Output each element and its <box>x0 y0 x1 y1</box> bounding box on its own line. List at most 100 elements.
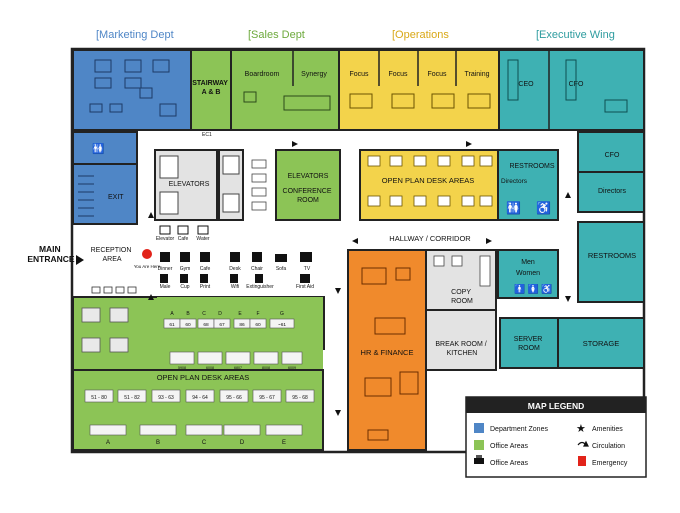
storage-label: STORAGE <box>583 339 620 348</box>
conference-room[interactable] <box>275 149 341 221</box>
hr-finance-room[interactable] <box>347 249 427 451</box>
desk-code-1: 60 <box>185 322 191 328</box>
amenity-row3-1: Cup <box>180 284 189 290</box>
open-plan-top-desks <box>367 155 493 207</box>
desk-row4-label-1: B <box>156 440 160 446</box>
desk-row2-code-2: 6807 <box>234 366 242 370</box>
restrooms-top[interactable] <box>497 149 559 221</box>
desk-row3-code-6: 95 - 68 <box>292 395 308 401</box>
executive-desks <box>507 59 628 113</box>
open-plan-bottom-lower <box>72 369 324 451</box>
desk-letter-C: C <box>202 311 206 317</box>
desk-row-3-boxes <box>84 389 315 403</box>
server-room[interactable] <box>499 317 559 369</box>
main-entrance-l2: ENTRANCE <box>27 254 75 264</box>
operations-dept-label: [Operations <box>392 29 449 41</box>
men-label: Men <box>521 259 535 266</box>
open-plan-top-label: OPEN PLAN DESK AREAS <box>382 176 475 185</box>
desk-row4-label-0: A <box>106 440 110 446</box>
printer-icon <box>474 455 484 464</box>
reception-l2: AREA <box>102 256 121 263</box>
emergency-you-are-here-icon <box>142 249 152 259</box>
amenity-row4-2: Sofa <box>276 266 287 272</box>
stairway-room[interactable] <box>190 49 232 131</box>
entrance-arrow-icon <box>76 255 84 265</box>
break-room-kitchen[interactable] <box>425 309 497 371</box>
main-entrance-label: MAIN ENTRANCE <box>27 244 75 264</box>
desk-row4-label-4: E <box>282 440 286 446</box>
cfo-right-label: CFO <box>605 152 620 159</box>
emergency-icon <box>578 456 586 466</box>
restroom-icon-small: 🚻 <box>92 142 104 155</box>
desk-code-4: 86 <box>239 322 245 328</box>
marketing-desks <box>89 59 177 117</box>
copy-room-label: COPY ROOM <box>451 289 473 305</box>
restroom-men-women[interactable] <box>497 249 559 299</box>
reception-l1: RECEPTION <box>91 247 132 254</box>
ec-label: EC1 <box>202 132 212 138</box>
desk-letter-F: F <box>256 311 259 317</box>
restrooms-right-room[interactable] <box>577 221 645 303</box>
parking-cars <box>251 159 267 211</box>
executive-wing-label: [Executive Wing <box>536 29 615 41</box>
circulation-icon <box>577 440 589 447</box>
desk-row2-code-4: 6009 <box>288 366 296 370</box>
operations-zone[interactable] <box>338 49 500 131</box>
sales-zone[interactable] <box>230 49 340 131</box>
desk-row-4-boxes <box>89 424 303 436</box>
reception-desk-icons <box>91 286 137 294</box>
amenity-row4-1: Chair <box>251 266 263 272</box>
map-legend: MAP LEGEND Department Zones ★ Amenities … <box>465 396 647 478</box>
legend-item-3: Circulation <box>592 443 625 450</box>
elevator-car-3 <box>222 155 240 175</box>
amenity-row2-0: Dinner <box>158 266 173 272</box>
restrooms-right-label: RESTROOMS <box>588 251 636 260</box>
storage-room[interactable] <box>557 317 645 369</box>
exit-label: EXIT <box>108 194 124 201</box>
legend-swatch-dept <box>474 423 484 433</box>
desk-row3-code-4: 95 - 66 <box>226 395 242 401</box>
desk-code-6: ~61 <box>278 322 286 328</box>
copy-l2: ROOM <box>451 298 473 305</box>
desk-row2-code-3: 8008 <box>262 366 270 370</box>
legend-item-1: Amenities <box>592 426 623 433</box>
you-are-here-label: You Are Here <box>134 264 161 269</box>
copier-icons <box>433 255 491 287</box>
amenity-icons: Elevator Cafe Water Dinner Gym Cafe Male… <box>156 225 314 290</box>
marketing-restroom[interactable] <box>72 131 138 165</box>
directors-mid-label: Directors <box>501 178 528 185</box>
amenity-row1-0: Elevator <box>156 236 175 242</box>
desk-row3-code-5: 95 - 67 <box>259 395 275 401</box>
desk-letter-A: A <box>170 311 174 317</box>
restroom-people-icon: 🚻 <box>506 201 521 215</box>
main-entrance-l1: MAIN <box>39 244 61 254</box>
directors-right-room[interactable] <box>577 171 645 213</box>
sales-dept-label: [Sales Dept <box>248 29 305 41</box>
desk-code-3: 67 <box>219 322 225 328</box>
legend-item-4: Office Areas <box>490 460 529 467</box>
desk-row-1: A B C D E F G <box>170 311 284 317</box>
desk-letter-D: D <box>218 311 222 317</box>
executive-zone-top[interactable] <box>498 49 645 131</box>
desk-cluster-left <box>81 307 129 353</box>
desk-codes-row1: 61 60 68 67 86 60 ~61 <box>169 322 286 328</box>
boardroom-label: Boardroom <box>245 71 280 78</box>
stairway-label-l1: STAIRWAY <box>192 80 228 87</box>
marketing-zone[interactable] <box>72 49 192 131</box>
stairway-label-l2: A & B <box>202 89 221 96</box>
desk-row2-code-0: 5908 <box>178 366 186 370</box>
desk-row3-code-0: 51 - 80 <box>91 395 107 401</box>
hr-furniture <box>361 267 419 441</box>
amenity-row4-3: TV <box>304 266 311 272</box>
open-plan-top[interactable] <box>359 149 499 221</box>
desk-row-2-boxes <box>169 351 303 365</box>
desk-row3-code-2: 93 - 63 <box>158 395 174 401</box>
amenity-row2-1: Gym <box>180 266 191 272</box>
marketing-dept-label: [Marketing Dept <box>96 29 174 41</box>
desk-code-0: 61 <box>169 322 175 328</box>
desk-codes-row2: 5908 6008 6807 8008 6009 <box>178 366 296 370</box>
cfo-right-room[interactable] <box>577 131 645 173</box>
desk-letter-E: E <box>238 311 242 317</box>
exit-stairwell[interactable] <box>72 163 138 225</box>
